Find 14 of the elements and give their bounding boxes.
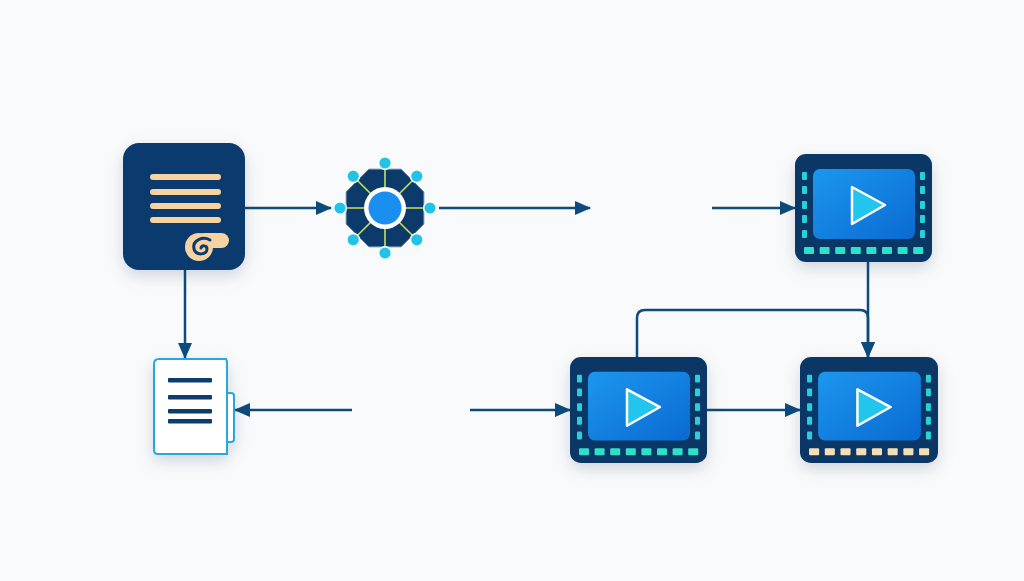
- arrow: [635, 308, 875, 358]
- arrow: [439, 201, 591, 215]
- video-play-icon: [570, 357, 707, 463]
- arrow: [470, 403, 571, 417]
- arrow: [234, 403, 352, 417]
- video-play-icon: [795, 154, 932, 262]
- document-icon: [153, 358, 235, 455]
- arrow: [245, 201, 332, 215]
- video-play-icon: [800, 357, 938, 463]
- arrow: [707, 403, 801, 417]
- text-lines-icon: [123, 143, 245, 270]
- arrow: [712, 201, 796, 215]
- network-icon: [331, 154, 439, 262]
- arrow: [178, 270, 192, 359]
